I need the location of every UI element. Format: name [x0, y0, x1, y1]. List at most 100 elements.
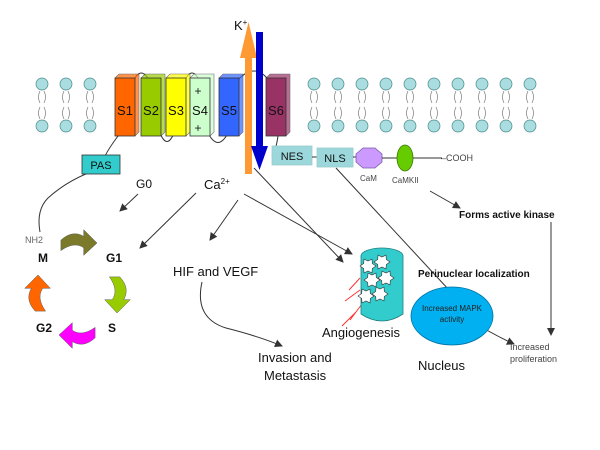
g1-phase-label: G1: [106, 251, 122, 265]
lipid-tails: [310, 90, 318, 120]
proliferation-label-line2: proliferation: [510, 354, 557, 364]
nh2-label: NH2: [25, 235, 43, 245]
lipid-tails: [86, 90, 94, 120]
lipid-head-top: [307, 77, 321, 91]
segment-label-s3: S3: [168, 103, 184, 118]
cooh-label: –COOH: [441, 153, 473, 163]
segment-s5: [218, 77, 240, 137]
lipid-head-bottom: [83, 119, 97, 133]
nes-label: NES: [281, 151, 304, 163]
invasion-label-line2: Metastasis: [264, 368, 327, 383]
segment-label-s4: S4: [192, 103, 208, 118]
lipid-head-top: [427, 77, 441, 91]
lipid-head-top: [499, 77, 513, 91]
endothelial-cell: [357, 288, 375, 304]
lipid-head-bottom: [35, 119, 49, 133]
m-to-g1-arrow: [60, 229, 98, 256]
nes-domain: [271, 145, 313, 166]
lipid-head-top: [403, 77, 417, 91]
camkii-label: CaMKII: [392, 176, 419, 185]
lipid-head-bottom: [451, 119, 465, 133]
endothelial-cell: [377, 270, 395, 286]
pas-domain: [81, 154, 121, 175]
s4-charge-top: +: [194, 84, 201, 98]
proliferation-label-line1: Increased: [510, 342, 550, 352]
lipid-tails: [38, 90, 46, 120]
potassium-ion-label: K+: [234, 18, 248, 33]
endothelial-cell: [359, 258, 377, 274]
membrane-bilayer: [35, 77, 537, 133]
g0-to-cycle-arrow: [119, 193, 139, 212]
segment-label-s5: S5: [221, 103, 237, 118]
cam-label: CaM: [360, 174, 377, 183]
lipid-tails: [358, 90, 366, 120]
lipid-head-bottom: [307, 119, 321, 133]
cam-octagon: [355, 147, 383, 169]
g2-to-m-arrow: [24, 274, 51, 312]
lipid-head-top: [331, 77, 345, 91]
segment-label-s1: S1: [117, 103, 133, 118]
lipid-head-top: [59, 77, 73, 91]
lipid-head-bottom: [427, 119, 441, 133]
pas-label: PAS: [90, 160, 111, 172]
m-phase-label: M: [38, 251, 48, 265]
g2-phase-label: G2: [36, 321, 52, 335]
segment-label-s2: S2: [143, 103, 159, 118]
mapk-label-line2: activity: [440, 315, 464, 324]
s-to-g2-arrow: [58, 322, 96, 349]
lipid-head-top: [475, 77, 489, 91]
segment-s4: [189, 77, 211, 137]
lipid-tails: [478, 90, 486, 120]
segment-label-s6: S6: [268, 103, 284, 118]
lipid-tails: [454, 90, 462, 120]
s-phase-label: S: [108, 321, 116, 335]
angiogenesis-label: Angiogenesis: [322, 325, 401, 340]
lipid-tails: [430, 90, 438, 120]
endothelial-cell: [371, 286, 389, 302]
lipid-head-bottom: [331, 119, 345, 133]
hif-vegf-label: HIF and VEGF: [173, 264, 258, 279]
lipid-tails: [502, 90, 510, 120]
lipid-head-bottom: [475, 119, 489, 133]
s4-charge-bottom: +: [194, 121, 201, 135]
endothelial-cell: [373, 254, 391, 270]
lipid-head-bottom: [59, 119, 73, 133]
nucleus-ellipse: [410, 286, 494, 346]
lipid-head-bottom: [355, 119, 369, 133]
lipid-head-top: [83, 77, 97, 91]
invasion-label-line1: Invasion and: [258, 350, 332, 365]
lipid-tails: [382, 90, 390, 120]
lipid-head-top: [379, 77, 393, 91]
g0-label: G0: [136, 177, 152, 191]
transmembrane-segments: S1 S2 S3 S4 S5 S6: [114, 73, 291, 137]
lipid-head-top: [523, 77, 537, 91]
lipid-head-top: [35, 77, 49, 91]
lipid-head-bottom: [379, 119, 393, 133]
mapk-label-line1: Increased MAPK: [422, 304, 483, 313]
n-terminus-line: [38, 135, 119, 233]
lipid-head-bottom: [403, 119, 417, 133]
lipid-tails: [62, 90, 70, 120]
active-kinase-label: Forms active kinase: [459, 210, 555, 221]
lipid-tails: [526, 90, 534, 120]
g1-to-s-arrow: [104, 276, 131, 314]
blood-vessel-icon: [341, 247, 404, 327]
camkii-ellipse: [396, 144, 414, 172]
segment-s1: [114, 77, 136, 137]
perinuclear-label: Perinuclear localization: [418, 269, 530, 280]
lipid-head-top: [355, 77, 369, 91]
segment-s6: [265, 77, 287, 137]
segment-s2: [140, 77, 162, 137]
lipid-head-top: [451, 77, 465, 91]
potassium-flux-arrows: [240, 22, 268, 174]
lipid-tails: [334, 90, 342, 120]
nls-label: NLS: [324, 153, 345, 165]
lipid-head-bottom: [499, 119, 513, 133]
nucleus-label: Nucleus: [418, 358, 465, 373]
lipid-tails: [406, 90, 414, 120]
calcium-label: Ca2+: [204, 177, 230, 192]
segment-s3: [165, 77, 187, 137]
lipid-head-bottom: [523, 119, 537, 133]
